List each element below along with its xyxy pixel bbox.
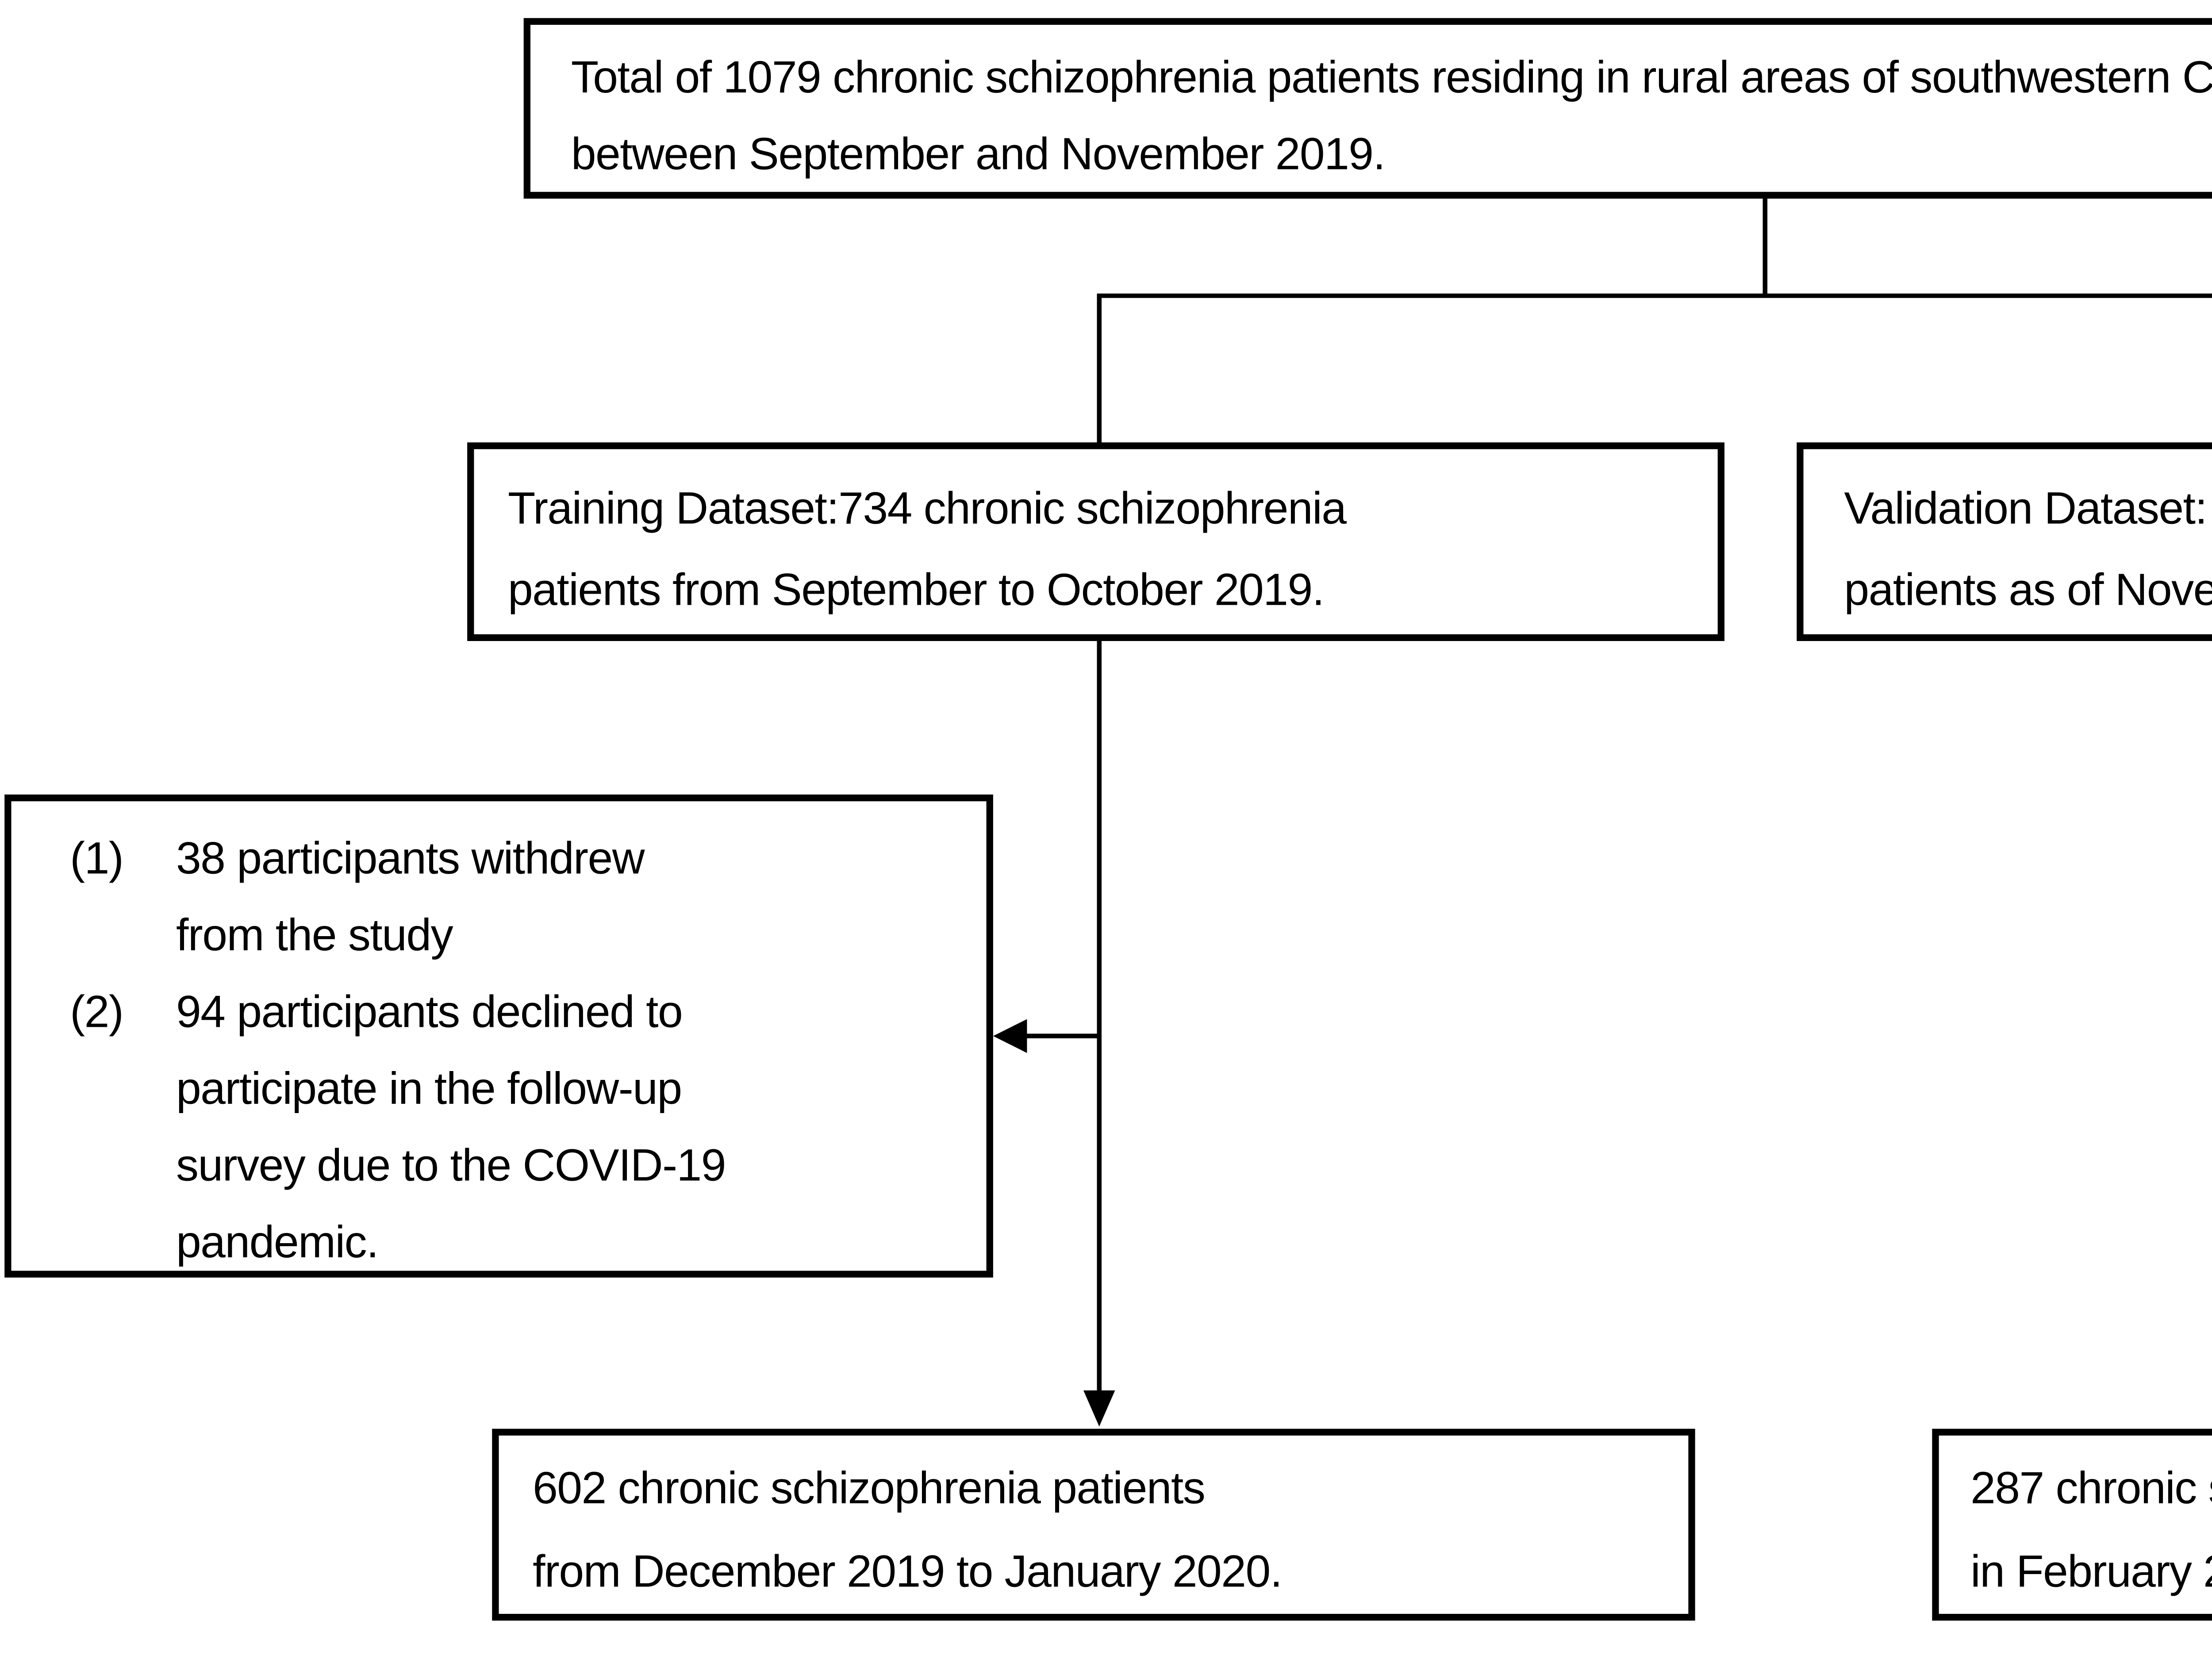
exclusion-line: 38 participants withdrew xyxy=(176,835,645,885)
exclusion-item-number: (2) xyxy=(70,988,124,1038)
total-cohort-line: Total of 1079 chronic schizophrenia pati… xyxy=(571,54,2212,104)
arrowhead-down-training-icon xyxy=(1083,1390,1115,1427)
exclusion-line: pandemic. xyxy=(176,1219,379,1269)
validation-dataset-box: Validation Dataset: 345 chronic schizoph… xyxy=(1797,442,2212,641)
exclusion-line: from the study xyxy=(176,912,453,962)
training-dataset-line: Training Dataset:734 chronic schizophren… xyxy=(507,485,1347,535)
training-exclusions-box: (1) 38 participants withdrew from the st… xyxy=(4,794,993,1278)
validation-final-box: 287 chronic schizophrenia patients in Fe… xyxy=(1932,1429,2212,1621)
exclusion-line: participate in the follow-up xyxy=(176,1065,682,1115)
exclusion-line: 94 participants declined to xyxy=(176,988,683,1038)
validation-dataset-line: Validation Dataset: 345 chronic schizoph… xyxy=(1844,485,2212,535)
validation-dataset-line: patients as of November 2019. xyxy=(1844,566,2212,616)
training-final-line: 602 chronic schizophrenia patients xyxy=(533,1465,1206,1515)
training-final-line: from December 2019 to January 2020. xyxy=(533,1548,1283,1598)
total-cohort-box: Total of 1079 chronic schizophrenia pati… xyxy=(523,18,2212,199)
exclusion-item-number: (1) xyxy=(70,835,124,885)
validation-final-line: in February 2020. xyxy=(1970,1548,2212,1598)
validation-final-line: 287 chronic schizophrenia patients xyxy=(1970,1465,2212,1515)
training-final-box: 602 chronic schizophrenia patients from … xyxy=(492,1429,1695,1621)
total-cohort-line: between September and November 2019. xyxy=(571,131,1386,181)
exclusion-item-text: 38 participants withdrew from the study xyxy=(176,822,987,975)
training-dataset-box: Training Dataset:734 chronic schizophren… xyxy=(467,442,1724,641)
arrowhead-left-icon xyxy=(993,1019,1027,1053)
exclusion-item: (2) 94 participants declined to particip… xyxy=(70,975,986,1282)
exclusion-line: survey due to the COVID-19 xyxy=(176,1142,726,1192)
exclusion-item-text: 94 participants declined to participate … xyxy=(176,975,987,1282)
exclusion-item: (1) 38 participants withdrew from the st… xyxy=(70,822,986,975)
training-dataset-line: patients from September to October 2019. xyxy=(507,566,1325,616)
